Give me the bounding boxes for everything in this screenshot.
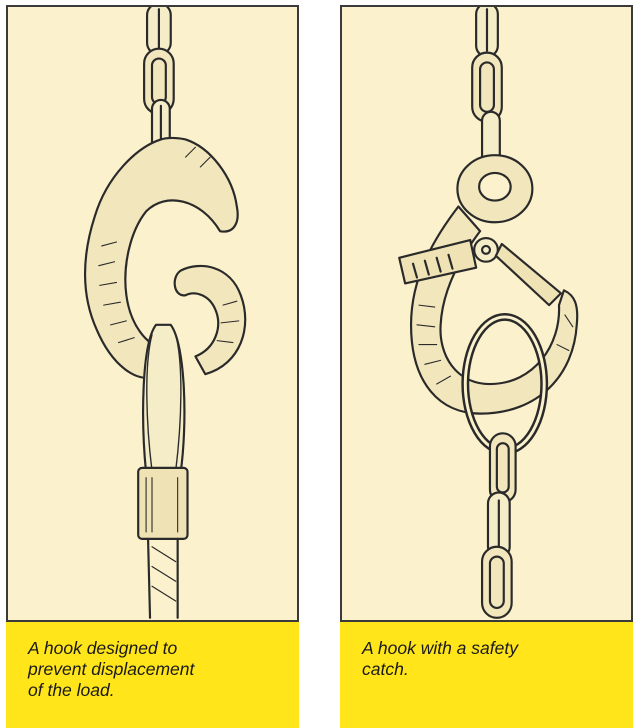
left-caption: A hook designed to prevent displacement … <box>6 622 299 728</box>
bottom-chain <box>482 433 516 617</box>
left-caption-line: prevent displacement <box>28 659 279 680</box>
right-caption-line: catch. <box>362 659 613 680</box>
left-illustration-panel <box>6 5 299 622</box>
wire-rope <box>148 539 178 618</box>
left-caption-line: of the load. <box>28 680 279 701</box>
hook-body <box>411 206 577 413</box>
displacement-hook-illustration <box>8 7 297 620</box>
right-illustration-panel <box>340 5 633 622</box>
safety-catch-hook-illustration <box>342 7 631 620</box>
hook-tip <box>175 266 246 374</box>
right-caption: A hook with a safety catch. <box>340 622 633 728</box>
left-caption-line: A hook designed to <box>28 638 279 659</box>
right-caption-line: A hook with a safety <box>362 638 613 659</box>
